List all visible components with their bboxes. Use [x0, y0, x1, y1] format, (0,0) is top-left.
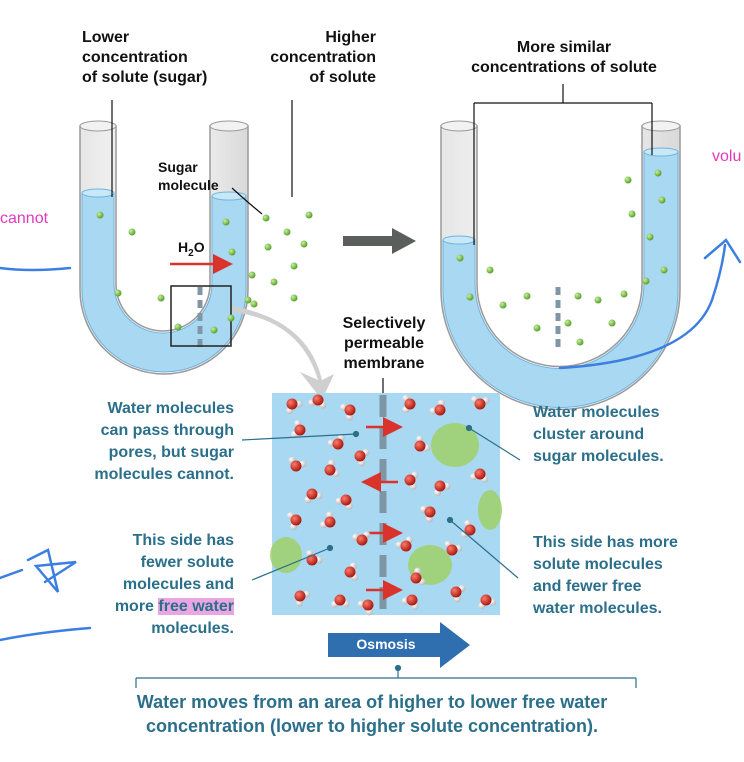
u-tube-right: [440, 120, 681, 411]
water-molecule: [414, 435, 431, 452]
pores-note: Water molecules can pass through pores, …: [94, 400, 234, 483]
h2o-label: H2O: [178, 239, 205, 259]
higher-concentration-label: Higher concentration of solute: [270, 29, 376, 86]
water-molecule: [335, 494, 353, 510]
water-molecule: [410, 567, 426, 586]
water-molecule: [395, 536, 413, 552]
water-molecule: [470, 468, 489, 483]
water-molecule: [404, 471, 419, 490]
lower-concentration-label: Lower concentration of solute (sugar): [82, 29, 208, 86]
water-molecule: [324, 459, 340, 478]
water-molecule: [460, 519, 476, 538]
water-molecule: [287, 512, 302, 531]
sugar-molecules-right: [456, 169, 668, 346]
water-molecule: [429, 399, 446, 416]
annotation-volu: volu: [712, 148, 742, 165]
water-molecule: [434, 480, 451, 497]
water-molecule: [444, 540, 463, 556]
fewer-solute-note: This side has fewer solute molecules and…: [114, 532, 234, 637]
sugar-molecules-left: [96, 211, 313, 334]
water-molecule: [352, 531, 371, 546]
highlighted-free-water: free water: [158, 598, 234, 615]
membrane-label: Selectively permeable membrane: [342, 315, 426, 372]
more-solute-note: This side has more solute molecules and …: [533, 534, 678, 617]
zoom-callout-arrow: [232, 306, 334, 400]
water-molecule: [291, 419, 306, 438]
sugar-molecule-label: Sugar molecule: [158, 159, 219, 193]
transition-arrow: [343, 228, 416, 254]
water-molecule: [450, 585, 466, 603]
water-molecule: [327, 434, 345, 450]
water-molecule: [340, 403, 356, 421]
water-molecule: [420, 505, 436, 523]
tube-right-bracket: [473, 84, 653, 245]
annotation-cannot: cannot: [0, 210, 49, 227]
water-molecule: [357, 599, 374, 616]
water-molecule: [294, 590, 311, 607]
similar-concentrations-label: More similar concentrations of solute: [471, 39, 657, 76]
water-molecule: [478, 594, 497, 610]
u-tube-left: [79, 120, 249, 375]
caption: Water moves from an area of higher to lo…: [136, 692, 608, 736]
tube-left-pointers: [111, 100, 293, 215]
water-molecule: [402, 394, 416, 414]
osmosis-label: Osmosis: [356, 636, 416, 652]
zoom-panel: [270, 393, 502, 615]
water-molecule: [471, 396, 490, 410]
teal-leader-lines: [135, 424, 637, 688]
water-molecule: [331, 594, 350, 608]
water-molecule: [286, 398, 303, 415]
water-molecule: [320, 511, 336, 529]
pen-annotations: [0, 238, 742, 642]
water-molecule: [344, 562, 359, 581]
cluster-note: Water molecules cluster around sugar mol…: [533, 404, 664, 465]
water-molecule: [308, 394, 327, 409]
water-molecule: [304, 488, 323, 504]
water-molecule: [401, 594, 419, 610]
water-molecule: [288, 456, 307, 472]
water-molecules: [286, 394, 497, 616]
water-molecule: [354, 448, 370, 467]
osmosis-arrow: [328, 622, 470, 668]
